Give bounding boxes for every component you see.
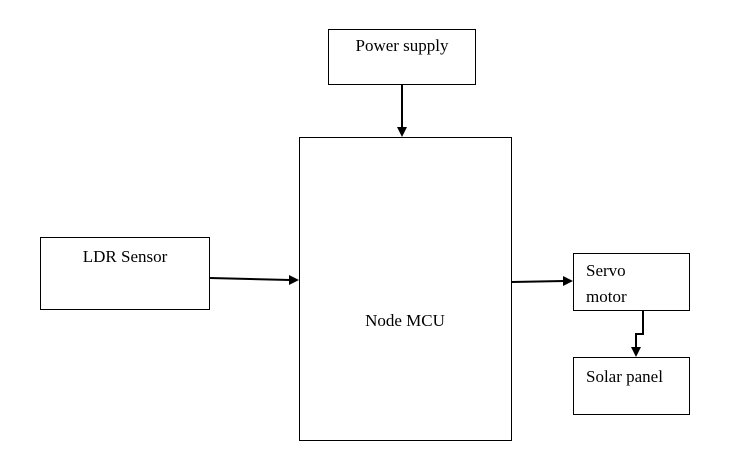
solar-panel-box bbox=[573, 357, 690, 415]
arrow-mcu-to-servo-head bbox=[563, 276, 573, 286]
servo-motor-label-line1: Servo bbox=[586, 261, 626, 280]
node-mcu-box bbox=[299, 137, 512, 441]
solar-panel-block: Solar panel bbox=[573, 357, 690, 415]
servo-motor-label-line2: motor bbox=[586, 287, 627, 306]
ldr-sensor-block: LDR Sensor bbox=[40, 237, 210, 310]
solar-panel-label: Solar panel bbox=[586, 367, 663, 386]
arrow-servo-to-solar-head bbox=[631, 347, 641, 357]
arrow-servo-to-solar-line bbox=[635, 311, 644, 348]
arrow-mcu-to-servo bbox=[511, 276, 573, 286]
ldr-sensor-box bbox=[40, 237, 210, 310]
servo-motor-box bbox=[573, 253, 690, 311]
arrow-mcu-to-servo-line bbox=[511, 280, 565, 283]
ldr-sensor-label: LDR Sensor bbox=[83, 247, 168, 266]
arrow-power-to-mcu-head bbox=[397, 127, 407, 137]
servo-motor-block: Servo motor bbox=[573, 253, 690, 311]
arrow-power-to-mcu bbox=[397, 85, 407, 137]
node-mcu-block: Node MCU bbox=[299, 137, 512, 441]
arrow-ldr-to-mcu bbox=[209, 275, 299, 285]
node-mcu-label: Node MCU bbox=[365, 311, 445, 330]
power-supply-box bbox=[328, 29, 476, 85]
arrow-servo-to-solar bbox=[631, 311, 644, 357]
arrow-ldr-to-mcu-line bbox=[209, 277, 291, 281]
power-supply-label: Power supply bbox=[355, 36, 449, 55]
arrow-ldr-to-mcu-head bbox=[289, 275, 299, 285]
power-supply-block: Power supply bbox=[328, 29, 476, 85]
